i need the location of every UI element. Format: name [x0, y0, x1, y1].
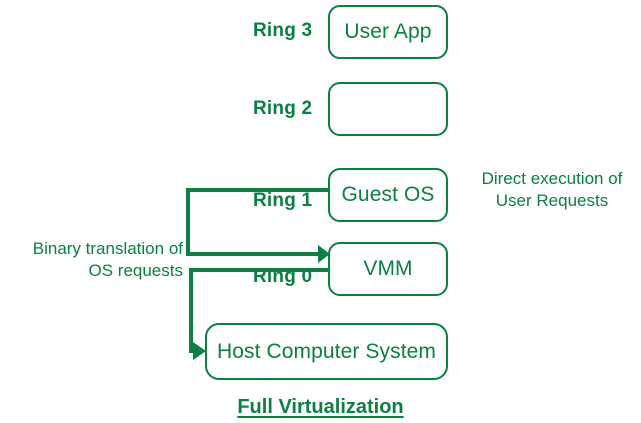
node-guest-os-label: Guest OS: [341, 183, 435, 206]
node-guest-os[interactable]: Guest OS: [328, 168, 448, 222]
node-vmm[interactable]: VMM: [328, 242, 448, 296]
node-host-computer-system-label: Host Computer System: [216, 339, 437, 363]
annotation-binary-translation: Binary translation of OS requests: [32, 239, 183, 280]
node-host-computer-system[interactable]: Host Computer System: [205, 323, 448, 380]
node-user-app[interactable]: User App: [328, 5, 448, 59]
ring-label-0: Ring 0: [253, 266, 313, 287]
node-vmm-label: VMM: [363, 257, 413, 280]
annotation-direct-execution: Direct execution of User Requests: [481, 169, 623, 210]
node-ring2-empty-box[interactable]: [328, 82, 448, 136]
node-user-app-label: User App: [344, 20, 432, 43]
diagram-caption: Full Virtualization: [237, 396, 404, 418]
ring-label-2: Ring 2: [253, 98, 313, 119]
ring-label-1: Ring 1: [253, 190, 313, 211]
ring-label-3: Ring 3: [253, 20, 313, 41]
